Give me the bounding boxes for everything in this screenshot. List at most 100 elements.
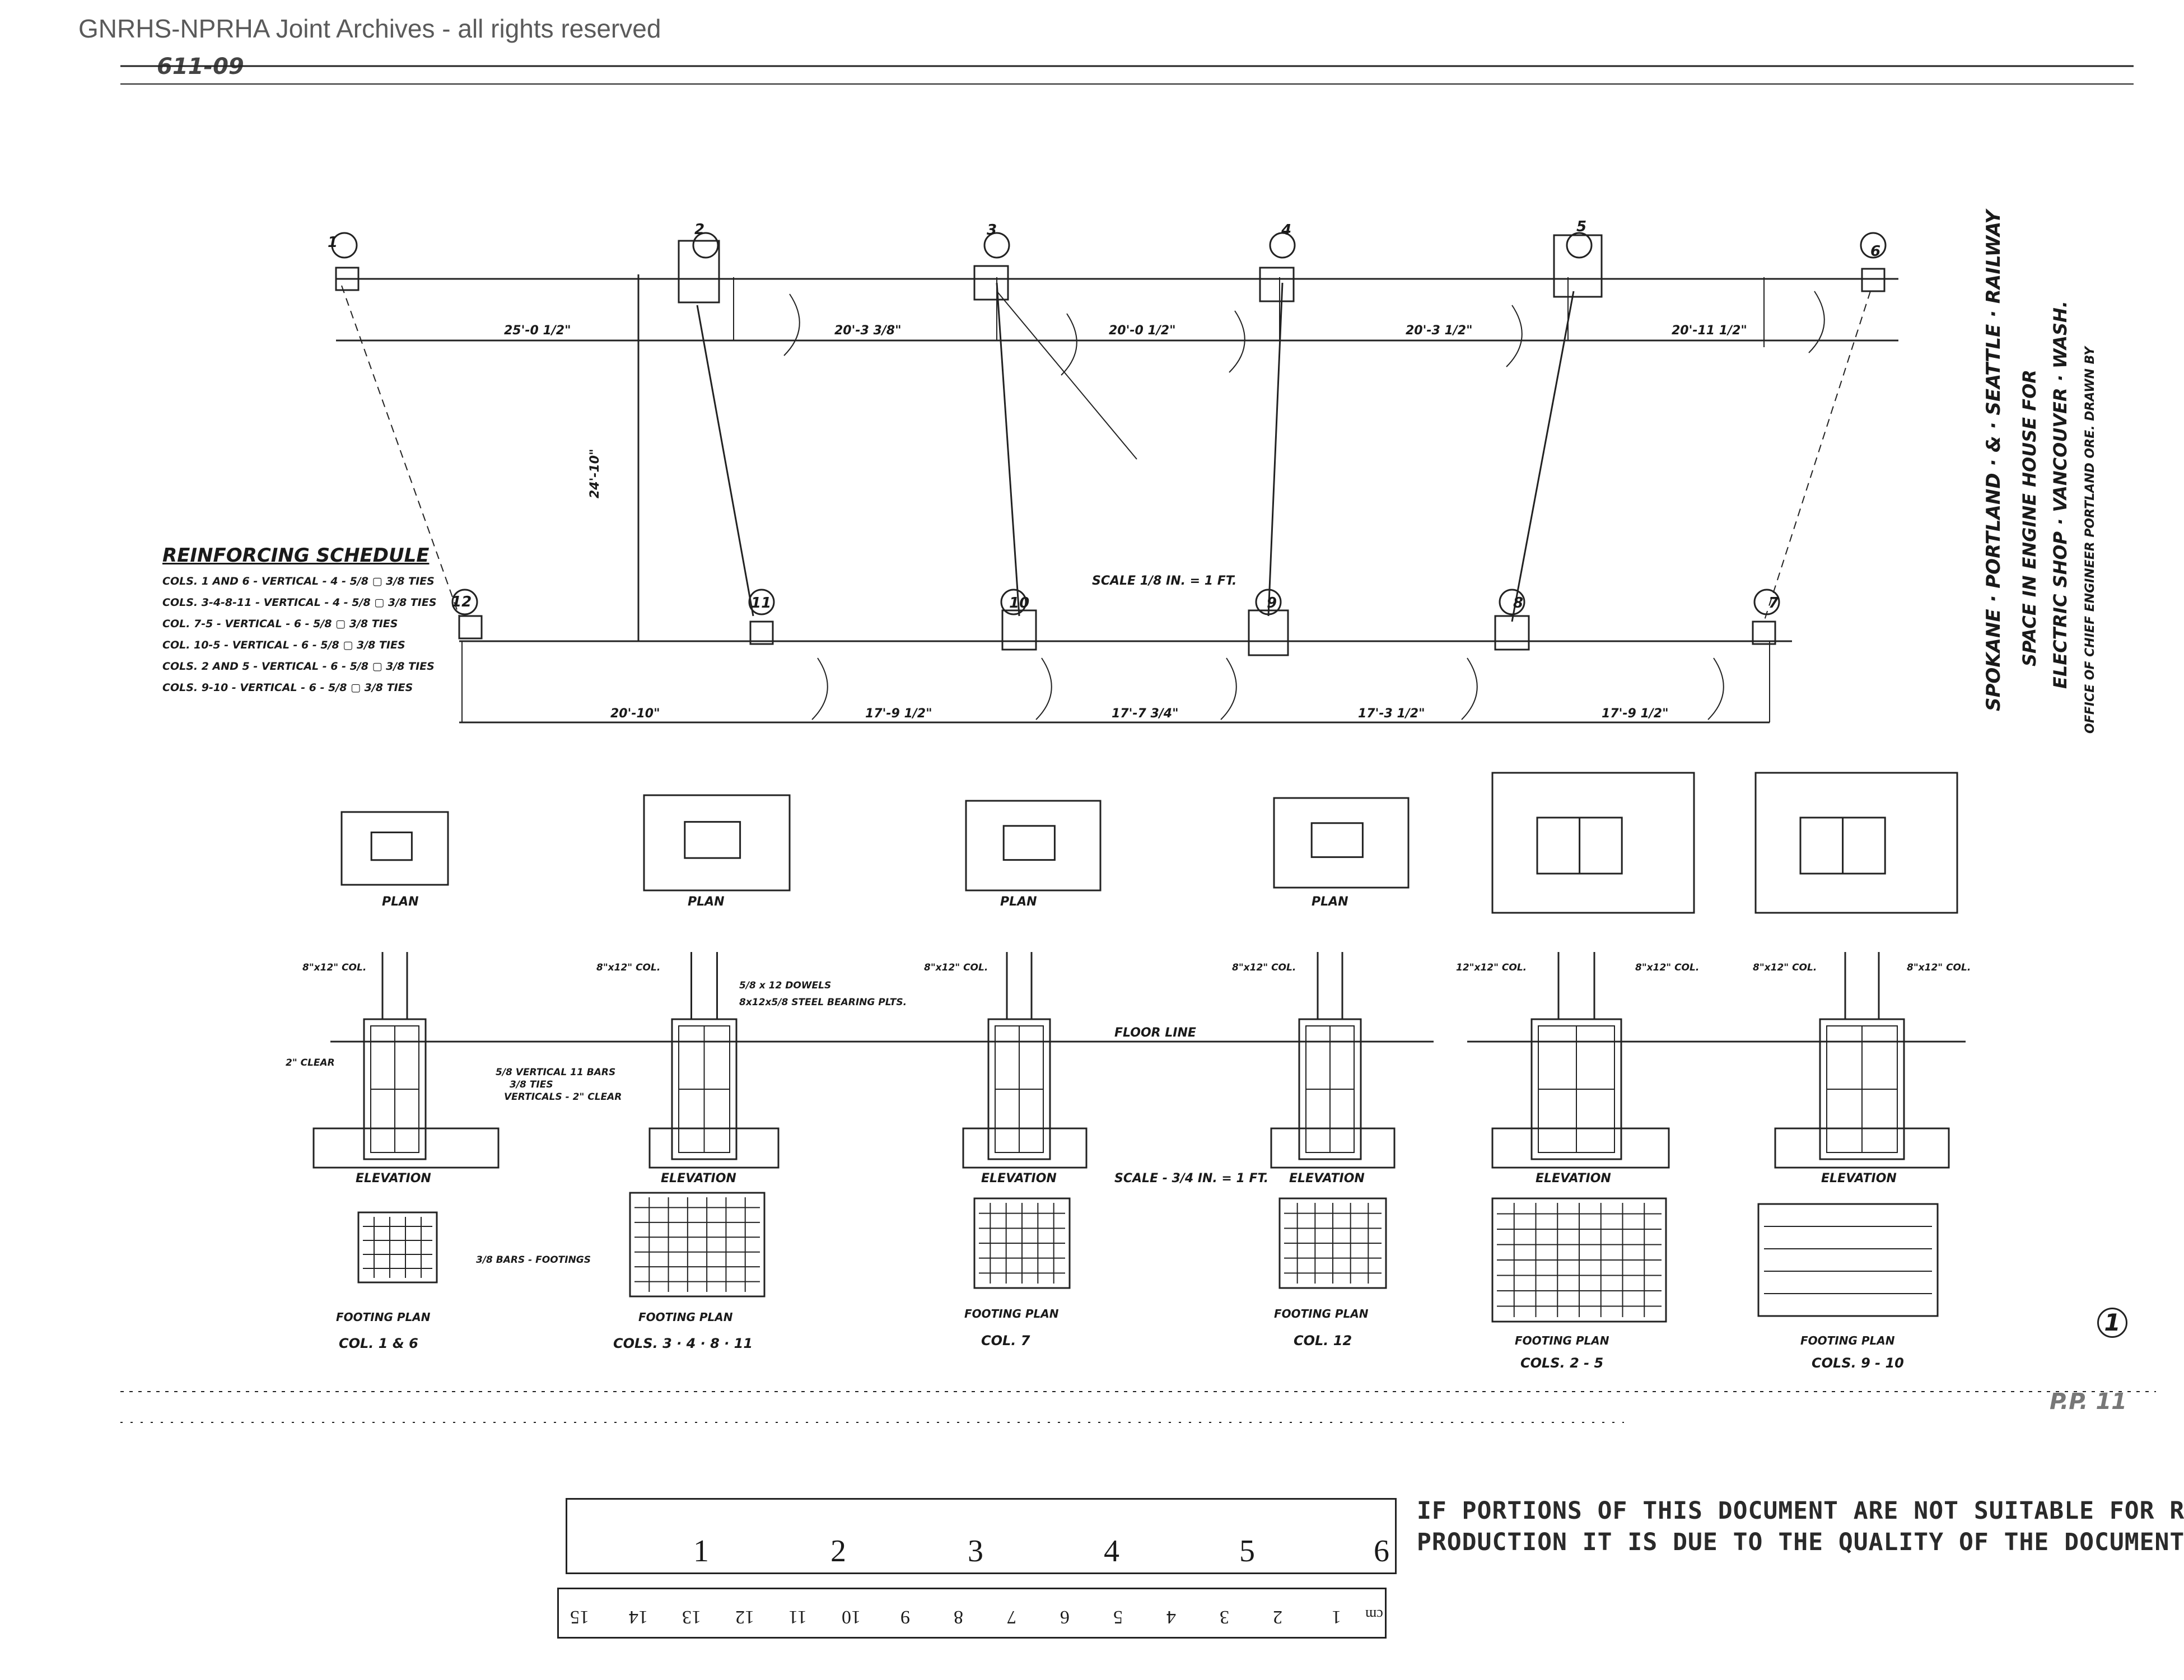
plan-label: PLAN bbox=[688, 895, 725, 909]
footing-plan-label: FOOTING PLAN bbox=[964, 1307, 1059, 1320]
cm-label: 6 bbox=[1060, 1607, 1070, 1627]
cm-unit-label: cm bbox=[1365, 1607, 1383, 1623]
column-marker-10: 10 bbox=[1009, 595, 1030, 612]
plan-label: PLAN bbox=[1000, 895, 1037, 909]
column-marker-11: 11 bbox=[751, 595, 772, 612]
column-marker-7: 7 bbox=[1768, 595, 1779, 612]
cm-label: 15 bbox=[570, 1607, 589, 1627]
page-scribble: P.P. 11 bbox=[2050, 1389, 2127, 1415]
detail-scale-note: SCALE - 3/4 IN. = 1 FT. bbox=[1114, 1172, 1269, 1186]
dimension-top-3: 20'-0 1/2" bbox=[1109, 324, 1176, 338]
column-marker-circle bbox=[692, 232, 719, 259]
reproduction-notice: IF PORTIONS OF THIS DOCUMENT ARE NOT SUI… bbox=[1417, 1495, 2184, 1558]
cm-label: 5 bbox=[1113, 1607, 1123, 1627]
ties-note: 3/8 TIES bbox=[510, 1079, 553, 1090]
inch-label: 1 bbox=[693, 1534, 709, 1569]
title-block: SPOKANE · PORTLAND · & · SEATTLE · RAILW… bbox=[1971, 210, 2117, 734]
column-size-label: 12"x12" COL. bbox=[1456, 962, 1527, 973]
elevation-label: ELEVATION bbox=[981, 1172, 1057, 1186]
column-marker-5: 5 bbox=[1576, 218, 1587, 235]
bent-line bbox=[341, 285, 460, 617]
column-plan-footing bbox=[1553, 234, 1603, 298]
column-plan-footing bbox=[1259, 267, 1295, 302]
footing-plan-grid bbox=[973, 1197, 1071, 1289]
dimension-span: 24'-10" bbox=[588, 449, 602, 498]
title-line-4: OFFICE OF CHIEF ENGINEER PORTLAND ORE. D… bbox=[2083, 346, 2097, 734]
elevation-footing bbox=[1270, 1127, 1396, 1169]
column-marker-circle bbox=[1000, 589, 1027, 615]
bearing-plates-note: 8x12x5/8 STEEL BEARING PLTS. bbox=[739, 997, 907, 1008]
inch-label: 5 bbox=[1239, 1534, 1255, 1569]
elevation-pier bbox=[987, 1018, 1051, 1160]
column-plan-footing bbox=[749, 620, 774, 645]
footing-column-label: COL. 1 & 6 bbox=[339, 1336, 418, 1351]
column-marker-1: 1 bbox=[328, 234, 338, 251]
column-marker-3: 3 bbox=[987, 222, 997, 239]
footing-column-label: COLS. 3 · 4 · 8 · 11 bbox=[613, 1336, 753, 1351]
cm-label: 7 bbox=[1007, 1607, 1016, 1627]
column-plan-footing bbox=[1001, 609, 1037, 651]
angle-arc bbox=[1506, 305, 1523, 367]
column-size-label: 8"x12" COL. bbox=[1635, 962, 1700, 973]
elevation-footing bbox=[1491, 1127, 1670, 1169]
column-marker-circle bbox=[983, 232, 1010, 259]
column-plan-footing bbox=[1861, 268, 1886, 292]
plan-detail-column bbox=[370, 831, 413, 861]
column-plan-footing bbox=[335, 267, 360, 291]
plan-scale-note: SCALE 1/8 IN. = 1 FT. bbox=[1092, 574, 1237, 588]
elevation-label: ELEVATION bbox=[356, 1172, 431, 1186]
schedule-row: COL. 7-5 - VERTICAL - 6 - 5/8 ▢ 3/8 TIES bbox=[162, 618, 398, 630]
footing-plan-label: FOOTING PLAN bbox=[1274, 1307, 1369, 1320]
footing-plan-label: FOOTING PLAN bbox=[638, 1310, 733, 1324]
clear-note: 2" CLEAR bbox=[286, 1057, 335, 1068]
column-marker-circle bbox=[1566, 232, 1593, 259]
page-mark: 1 bbox=[2097, 1308, 2127, 1338]
dimension-bottom-5: 17'-9 1/2" bbox=[1602, 707, 1669, 721]
dimension-bottom-1: 20'-10" bbox=[610, 707, 660, 721]
footing-plan-grid bbox=[1491, 1197, 1667, 1323]
schedule-row: COLS. 3-4-8-11 - VERTICAL - 4 - 5/8 ▢ 3/… bbox=[162, 596, 437, 609]
column-plan-footing bbox=[1494, 615, 1530, 651]
column-marker-circle bbox=[331, 232, 358, 259]
column-marker-6: 6 bbox=[1870, 243, 1881, 260]
column-marker-circle bbox=[1269, 232, 1296, 259]
elevation-footing bbox=[648, 1127, 780, 1169]
column-plan-footing bbox=[1752, 620, 1776, 645]
column-plan-footing bbox=[678, 240, 720, 304]
elevation-pier bbox=[671, 1018, 738, 1160]
column-marker-8: 8 bbox=[1513, 595, 1524, 612]
elevation-pier bbox=[1530, 1018, 1622, 1160]
inch-label: 4 bbox=[1104, 1534, 1119, 1569]
column-marker-2: 2 bbox=[694, 221, 705, 238]
bent-line bbox=[1763, 291, 1871, 622]
angle-arc bbox=[1220, 657, 1237, 720]
column-size-label: 8"x12" COL. bbox=[596, 962, 661, 973]
column-size-label: 8"x12" COL. bbox=[1753, 962, 1817, 973]
plan-detail-footing bbox=[1754, 772, 1958, 914]
column-marker-9: 9 bbox=[1267, 595, 1277, 612]
inch-label: 3 bbox=[968, 1534, 983, 1569]
cm-label: 4 bbox=[1166, 1607, 1176, 1627]
elevation-footing bbox=[962, 1127, 1088, 1169]
dimension-top-5: 20'-11 1/2" bbox=[1672, 324, 1747, 338]
schedule-title: REINFORCING SCHEDULE bbox=[162, 544, 430, 567]
plan-label: PLAN bbox=[1312, 895, 1348, 909]
cm-ruler: 1 2 3 4 5 6 7 8 9 10 11 12 13 14 15 cm bbox=[557, 1588, 1387, 1639]
title-railway: SPOKANE · PORTLAND · & · SEATTLE · RAILW… bbox=[1982, 210, 2005, 711]
inch-label: 6 bbox=[1374, 1534, 1389, 1569]
plan-detail-column bbox=[1310, 822, 1364, 858]
elevation-pier bbox=[1298, 1018, 1362, 1160]
reinforcing-schedule: REINFORCING SCHEDULE COLS. 1 AND 6 - VER… bbox=[162, 544, 476, 694]
bent-line bbox=[696, 305, 754, 617]
plan-detail-footing bbox=[340, 811, 449, 886]
angle-arc bbox=[811, 657, 828, 720]
footing-plan-grid bbox=[629, 1192, 766, 1298]
angle-arc bbox=[783, 293, 800, 356]
footing-plan-grid bbox=[1757, 1203, 1939, 1317]
footing-plan-label: FOOTING PLAN bbox=[1800, 1334, 1895, 1347]
cm-label: 1 bbox=[1332, 1607, 1341, 1627]
column-marker-circle bbox=[1499, 589, 1525, 615]
archive-watermark: GNRHS-NPRHA Joint Archives - all rights … bbox=[78, 14, 661, 43]
column-size-label: 8"x12" COL. bbox=[1907, 962, 1971, 973]
